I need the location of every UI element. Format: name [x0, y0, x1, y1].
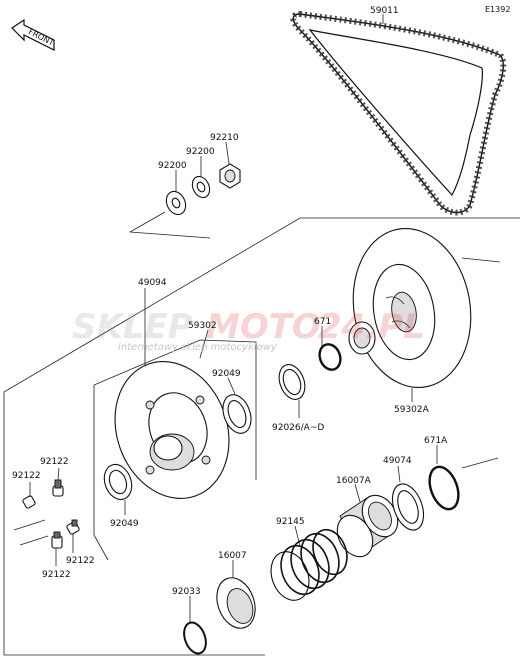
hub-collar	[348, 321, 376, 355]
label-671a: 671A	[424, 436, 448, 446]
spring-92145	[270, 528, 348, 601]
label-49094: 49094	[138, 278, 167, 288]
watermark-brand-left: SKLEP	[72, 307, 193, 347]
label-92122-c: 92122	[66, 556, 95, 566]
label-92122-d: 92122	[42, 570, 71, 580]
diagram-code: E1392	[485, 5, 510, 14]
circlip-92033	[183, 621, 207, 655]
label-92200-b: 92200	[186, 147, 215, 157]
label-59011: 59011	[370, 6, 399, 16]
assembly-outline	[3, 217, 520, 656]
front-arrow-icon: FRONT	[11, 18, 56, 51]
label-59302a: 59302A	[394, 405, 430, 415]
pin-92122-a	[52, 479, 64, 497]
label-92049-upper: 92049	[212, 369, 241, 379]
watermark-brand-suffix: 24.PL	[318, 307, 425, 347]
shim-92026	[278, 364, 306, 400]
watermark: SKLEP MOTO 24.PL internetowy sklep motoc…	[72, 307, 425, 353]
movable-sheave	[114, 361, 230, 499]
washer-92200-small	[191, 175, 211, 199]
label-671: 671	[314, 317, 331, 327]
pin-92122-c	[66, 519, 80, 535]
cam-16007	[216, 577, 256, 629]
o-ring-671a	[428, 465, 460, 511]
label-16007: 16007	[218, 551, 247, 561]
bushing-92049-lower	[103, 463, 133, 501]
label-92122-a: 92122	[40, 457, 69, 467]
bushing-92049-upper	[222, 394, 252, 434]
pin-92122-d	[51, 531, 63, 549]
nut-92210	[219, 163, 241, 189]
label-92026: 92026/A~D	[272, 423, 324, 433]
label-16007a: 16007A	[336, 476, 372, 486]
spacer-49074	[391, 483, 425, 531]
label-92210: 92210	[210, 133, 239, 143]
label-92200-a: 92200	[158, 161, 187, 171]
label-92049-lower: 92049	[110, 519, 139, 529]
watermark-tagline: internetowy sklep motocyklowy	[118, 342, 278, 353]
label-92145: 92145	[276, 517, 305, 527]
pin-92122-b	[22, 495, 36, 509]
fixed-sheave	[352, 228, 472, 388]
drive-belt	[290, 10, 507, 216]
washer-92200-large	[165, 190, 187, 216]
o-ring-671	[318, 343, 342, 371]
label-92033: 92033	[172, 587, 201, 597]
label-49074: 49074	[383, 456, 412, 466]
cam-16007a	[336, 494, 399, 558]
label-92122-b: 92122	[12, 471, 41, 481]
label-59302: 59302	[188, 321, 217, 331]
watermark-brand-right: MOTO	[206, 307, 321, 347]
